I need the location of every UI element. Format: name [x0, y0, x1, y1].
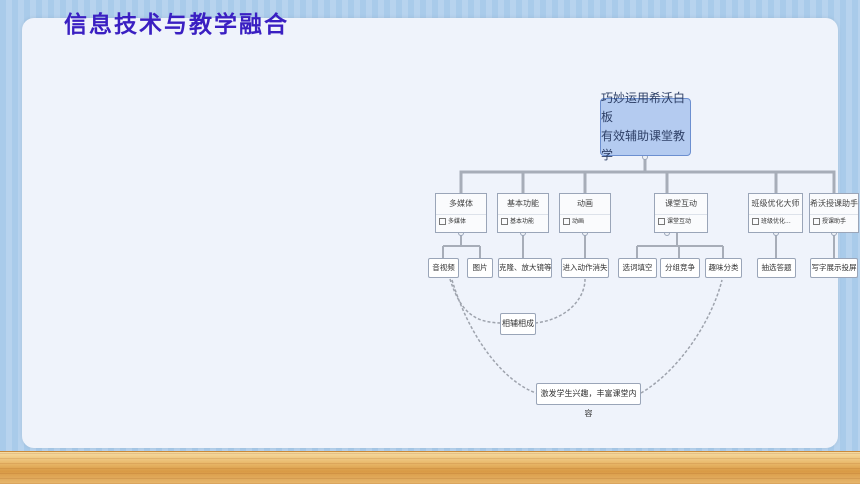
category-animation: 动画 动画: [559, 193, 611, 233]
category-classroom-interaction: 课堂互动 课堂互动: [654, 193, 708, 233]
slide-title: 信息技术与教学融合: [64, 11, 289, 38]
note-text: 多媒体: [448, 218, 467, 225]
category-title: 动画: [577, 199, 593, 208]
root-line1: 巧妙运用希沃白板: [601, 91, 686, 124]
note-icon: [658, 218, 665, 225]
leaf-images: 图片: [467, 258, 493, 278]
category-basic-functions: 基本功能 基本功能: [497, 193, 549, 233]
category-class-optimizer: 班级优化大师 班级优化...: [748, 193, 803, 233]
category-note: 班级优化...: [749, 214, 802, 229]
category-note: 多媒体: [436, 214, 486, 229]
note-text: 课堂互动: [667, 218, 692, 225]
category-multimedia: 多媒体 多媒体: [435, 193, 487, 233]
wood-grain: [0, 452, 860, 484]
note-icon: [813, 218, 820, 225]
category-note: 基本功能: [498, 214, 548, 229]
root-line2: 有效辅助课堂教学: [601, 129, 686, 162]
leaf-fill-in-blank: 选词填空: [618, 258, 657, 278]
note-icon: [563, 218, 570, 225]
wood-strip: [0, 452, 860, 484]
note-icon: [439, 218, 446, 225]
leaf-entrance-disappear: 进入动作消失: [561, 258, 609, 278]
relation-goal: 激发学生兴趣，丰富课堂内容: [536, 383, 641, 418]
category-teaching-assistant: 希沃授课助手 授课助手: [809, 193, 859, 233]
leaf-audio-video: 音视频: [428, 258, 459, 278]
category-note: 动画: [560, 214, 610, 229]
note-icon: [501, 218, 508, 225]
relation-mutual-support: 相辅相成: [500, 313, 536, 335]
category-title: 课堂互动: [665, 199, 697, 208]
note-text: 班级优化...: [761, 218, 791, 225]
note-icon: [752, 218, 759, 225]
leaf-clone-magnifier: 克隆、放大镜等: [498, 258, 552, 278]
category-title: 希沃授课助手: [810, 199, 858, 208]
leaf-writing-projection: 写字展示投屏: [810, 258, 858, 278]
category-title: 多媒体: [449, 199, 473, 208]
category-note: 课堂互动: [655, 214, 707, 229]
category-title: 班级优化大师: [751, 199, 800, 208]
category-title: 基本功能: [507, 199, 539, 208]
leaf-group-competition: 分组竞争: [660, 258, 700, 278]
note-text: 基本功能: [510, 218, 535, 225]
content-panel: [22, 18, 838, 448]
root-node: 巧妙运用希沃白板 有效辅助课堂教学: [600, 91, 691, 162]
note-text: 动画: [572, 218, 585, 225]
category-note: 授课助手: [810, 214, 858, 229]
note-text: 授课助手: [822, 218, 847, 225]
leaf-random-answer: 抽选答题: [757, 258, 796, 278]
leaf-fun-classification: 趣味分类: [705, 258, 742, 278]
